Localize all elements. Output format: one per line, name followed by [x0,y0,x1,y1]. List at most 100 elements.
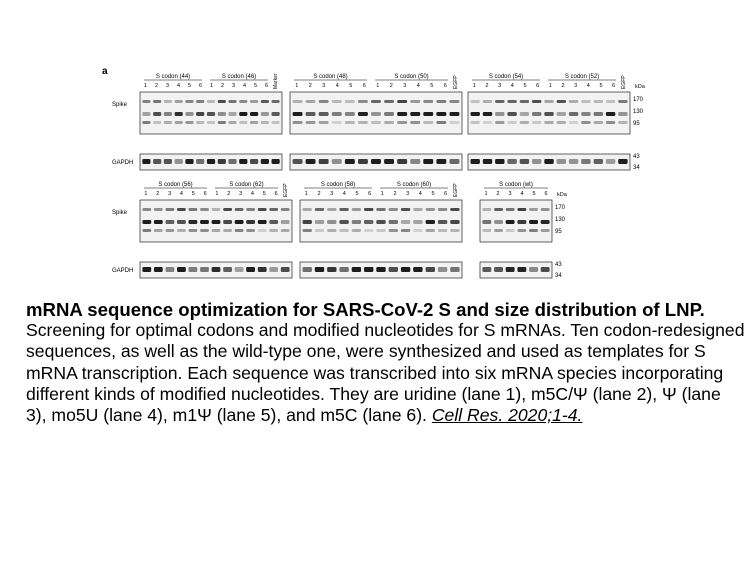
blot-band [153,121,162,124]
blot-band [206,159,216,164]
blot-band [495,100,505,103]
blot-band [505,229,515,232]
blot-band [165,220,175,224]
blot-band [495,121,505,124]
lane-number: 3 [406,191,409,197]
blot-band [505,220,515,224]
blot-band [376,208,386,211]
blot-band [413,267,423,272]
blot-band [211,229,221,232]
blot-band [529,220,538,224]
blot-band [314,220,325,224]
blot-band [410,159,421,164]
blot-band [292,100,303,103]
blot-band [292,121,303,124]
lane-number: 3 [166,83,169,89]
blot-band [507,121,517,124]
gapdh-weight-marker: 34 [633,165,640,171]
blot-band [305,159,316,164]
lane-number: 4 [180,191,183,197]
blot-band [257,267,267,272]
blot-band [470,159,480,164]
blot-band [318,121,329,124]
blot-band [234,229,244,232]
blot-band [581,121,591,124]
molecular-weight-marker: 95 [633,121,640,127]
lane-number: 2 [156,191,159,197]
blot-band [449,100,460,103]
blot-band [269,208,279,211]
blot-band [358,121,368,124]
codon-group-label: S codon (62) [229,182,263,188]
blot-band [174,121,183,124]
lane-number: 4 [251,191,254,197]
blot-band [376,220,386,224]
lane-number: 2 [496,191,499,197]
blot-band [351,220,362,224]
blot-band [223,229,232,232]
blot-band [495,112,505,116]
gapdh-row-label: GAPDH [112,160,133,166]
blot-band [153,100,162,103]
blot-band [425,208,435,211]
blot-band [482,121,493,124]
blot-band [544,159,554,164]
blot-band [271,121,280,124]
blot-band [188,267,198,272]
blot-band [436,100,447,103]
lane-number: 5 [188,83,191,89]
kda-label: kDa [635,84,646,90]
blot-band [271,159,280,164]
blot-band [437,208,448,211]
blot-band [211,267,221,272]
lane-number: 4 [419,191,422,197]
blot-band [246,220,255,224]
molecular-weight-marker: 95 [555,229,562,235]
blot-band [449,159,460,164]
blot-band [351,267,362,272]
codon-group-label: S codon (56) [158,182,192,188]
blot-band [153,159,162,164]
molecular-weight-marker: 130 [633,109,644,115]
blot-band [196,121,205,124]
blot-band [568,159,579,164]
lane-number: 3 [403,83,406,89]
caption-citation[interactable]: Cell Res. 2020;1-4. [431,405,583,426]
blot-band [351,229,362,232]
blot-band [400,229,411,232]
spike-row-label: Spike [112,210,128,216]
molecular-weight-marker: 130 [555,217,566,223]
blot-band [505,208,515,211]
lane-number: 1 [484,191,487,197]
gapdh-weight-marker: 34 [555,273,562,279]
lane-number: 1 [215,191,218,197]
lane-number: 3 [232,83,235,89]
lane-number: 6 [368,191,371,197]
codon-group-label: S codon (44) [156,74,190,80]
lane-number: 5 [523,83,526,89]
blot-band [211,208,221,211]
molecular-weight-marker: 170 [633,97,644,103]
blot-band [437,267,448,272]
blot-band [507,159,517,164]
blot-band [371,112,381,116]
blot-band [449,121,460,124]
lane-number: 6 [536,83,539,89]
blot-band [269,220,279,224]
blot-band [400,267,411,272]
blot-band [581,159,591,164]
blot-band [339,267,349,272]
blot-band [305,100,316,103]
blot-band [437,229,448,232]
blot-band [410,100,421,103]
blot-band [517,208,527,211]
lane-number: 4 [177,83,180,89]
blot-band [246,267,255,272]
blot-band [364,229,374,232]
blot-band [364,267,374,272]
blot-band [228,112,237,116]
blot-band [397,121,408,124]
blot-band [450,220,460,224]
lane-number: 2 [317,191,320,197]
